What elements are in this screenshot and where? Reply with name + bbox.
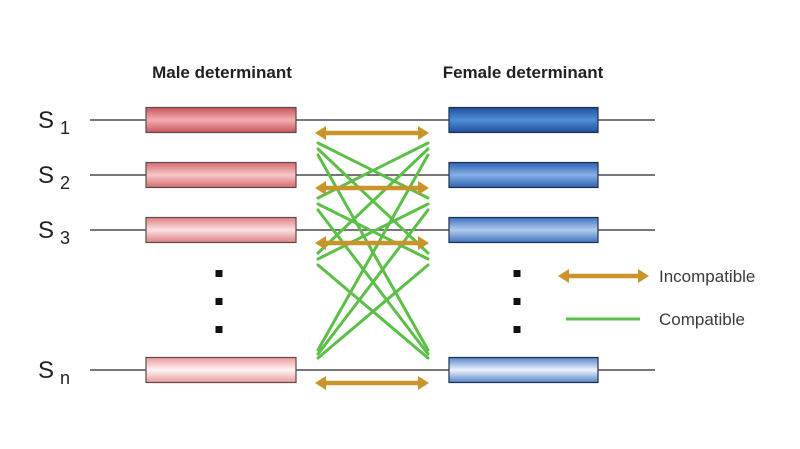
incompatible-arrow-sn xyxy=(315,376,429,390)
legend-compatible-label: Compatible xyxy=(659,310,745,329)
incompatible-links xyxy=(315,126,429,390)
male-determinant-heading: Male determinant xyxy=(152,63,292,82)
ellipsis-dot xyxy=(513,326,521,333)
incompatible-arrow-s2 xyxy=(315,181,429,195)
arrow-head-left xyxy=(315,236,326,250)
female-determinant-box-sn xyxy=(448,356,599,384)
female-determinant-box-s2 xyxy=(448,161,599,189)
arrow-head-right xyxy=(418,181,429,195)
arrow-head-left xyxy=(315,126,326,140)
arrow-head-left xyxy=(558,269,569,283)
arrow-head-right xyxy=(418,126,429,140)
female-determinant-box-s3 xyxy=(448,216,599,244)
male-determinant-box-s1 xyxy=(145,106,297,134)
legend-incompatible-arrow-icon xyxy=(558,269,649,283)
compatible-link-sn-s3 xyxy=(316,263,430,360)
female-determinant-heading: Female determinant xyxy=(443,63,604,82)
legend-incompatible-label: Incompatible xyxy=(659,267,755,286)
incompatible-arrow-s1 xyxy=(315,126,429,140)
male-determinant-box-s2 xyxy=(145,161,297,189)
female-determinant-box-s1 xyxy=(448,106,599,134)
incompatible-arrow-s3 xyxy=(315,236,429,250)
arrow-head-right xyxy=(638,269,649,283)
male-determinant-box-s3 xyxy=(145,216,297,244)
ellipsis-dot xyxy=(513,270,521,277)
compatible-link-sn-s2 xyxy=(316,208,430,356)
male-ellipsis-dots xyxy=(215,270,223,333)
ellipsis-dot xyxy=(513,298,521,305)
ellipsis-dot xyxy=(215,270,223,277)
ellipsis-dot xyxy=(215,298,223,305)
arrow-head-left xyxy=(315,181,326,195)
compatible-link-s3-s1 xyxy=(316,147,430,255)
arrow-head-right xyxy=(418,236,429,250)
ellipsis-dot xyxy=(215,326,223,333)
female-ellipsis-dots xyxy=(513,270,521,333)
legend: Incompatible Compatible xyxy=(558,267,755,329)
male-determinant-box-sn xyxy=(145,356,297,384)
legend-arrow-shape xyxy=(558,269,649,283)
arrow-head-left xyxy=(315,376,326,390)
arrow-head-right xyxy=(418,376,429,390)
compatible-link-s3-s2 xyxy=(316,202,430,261)
